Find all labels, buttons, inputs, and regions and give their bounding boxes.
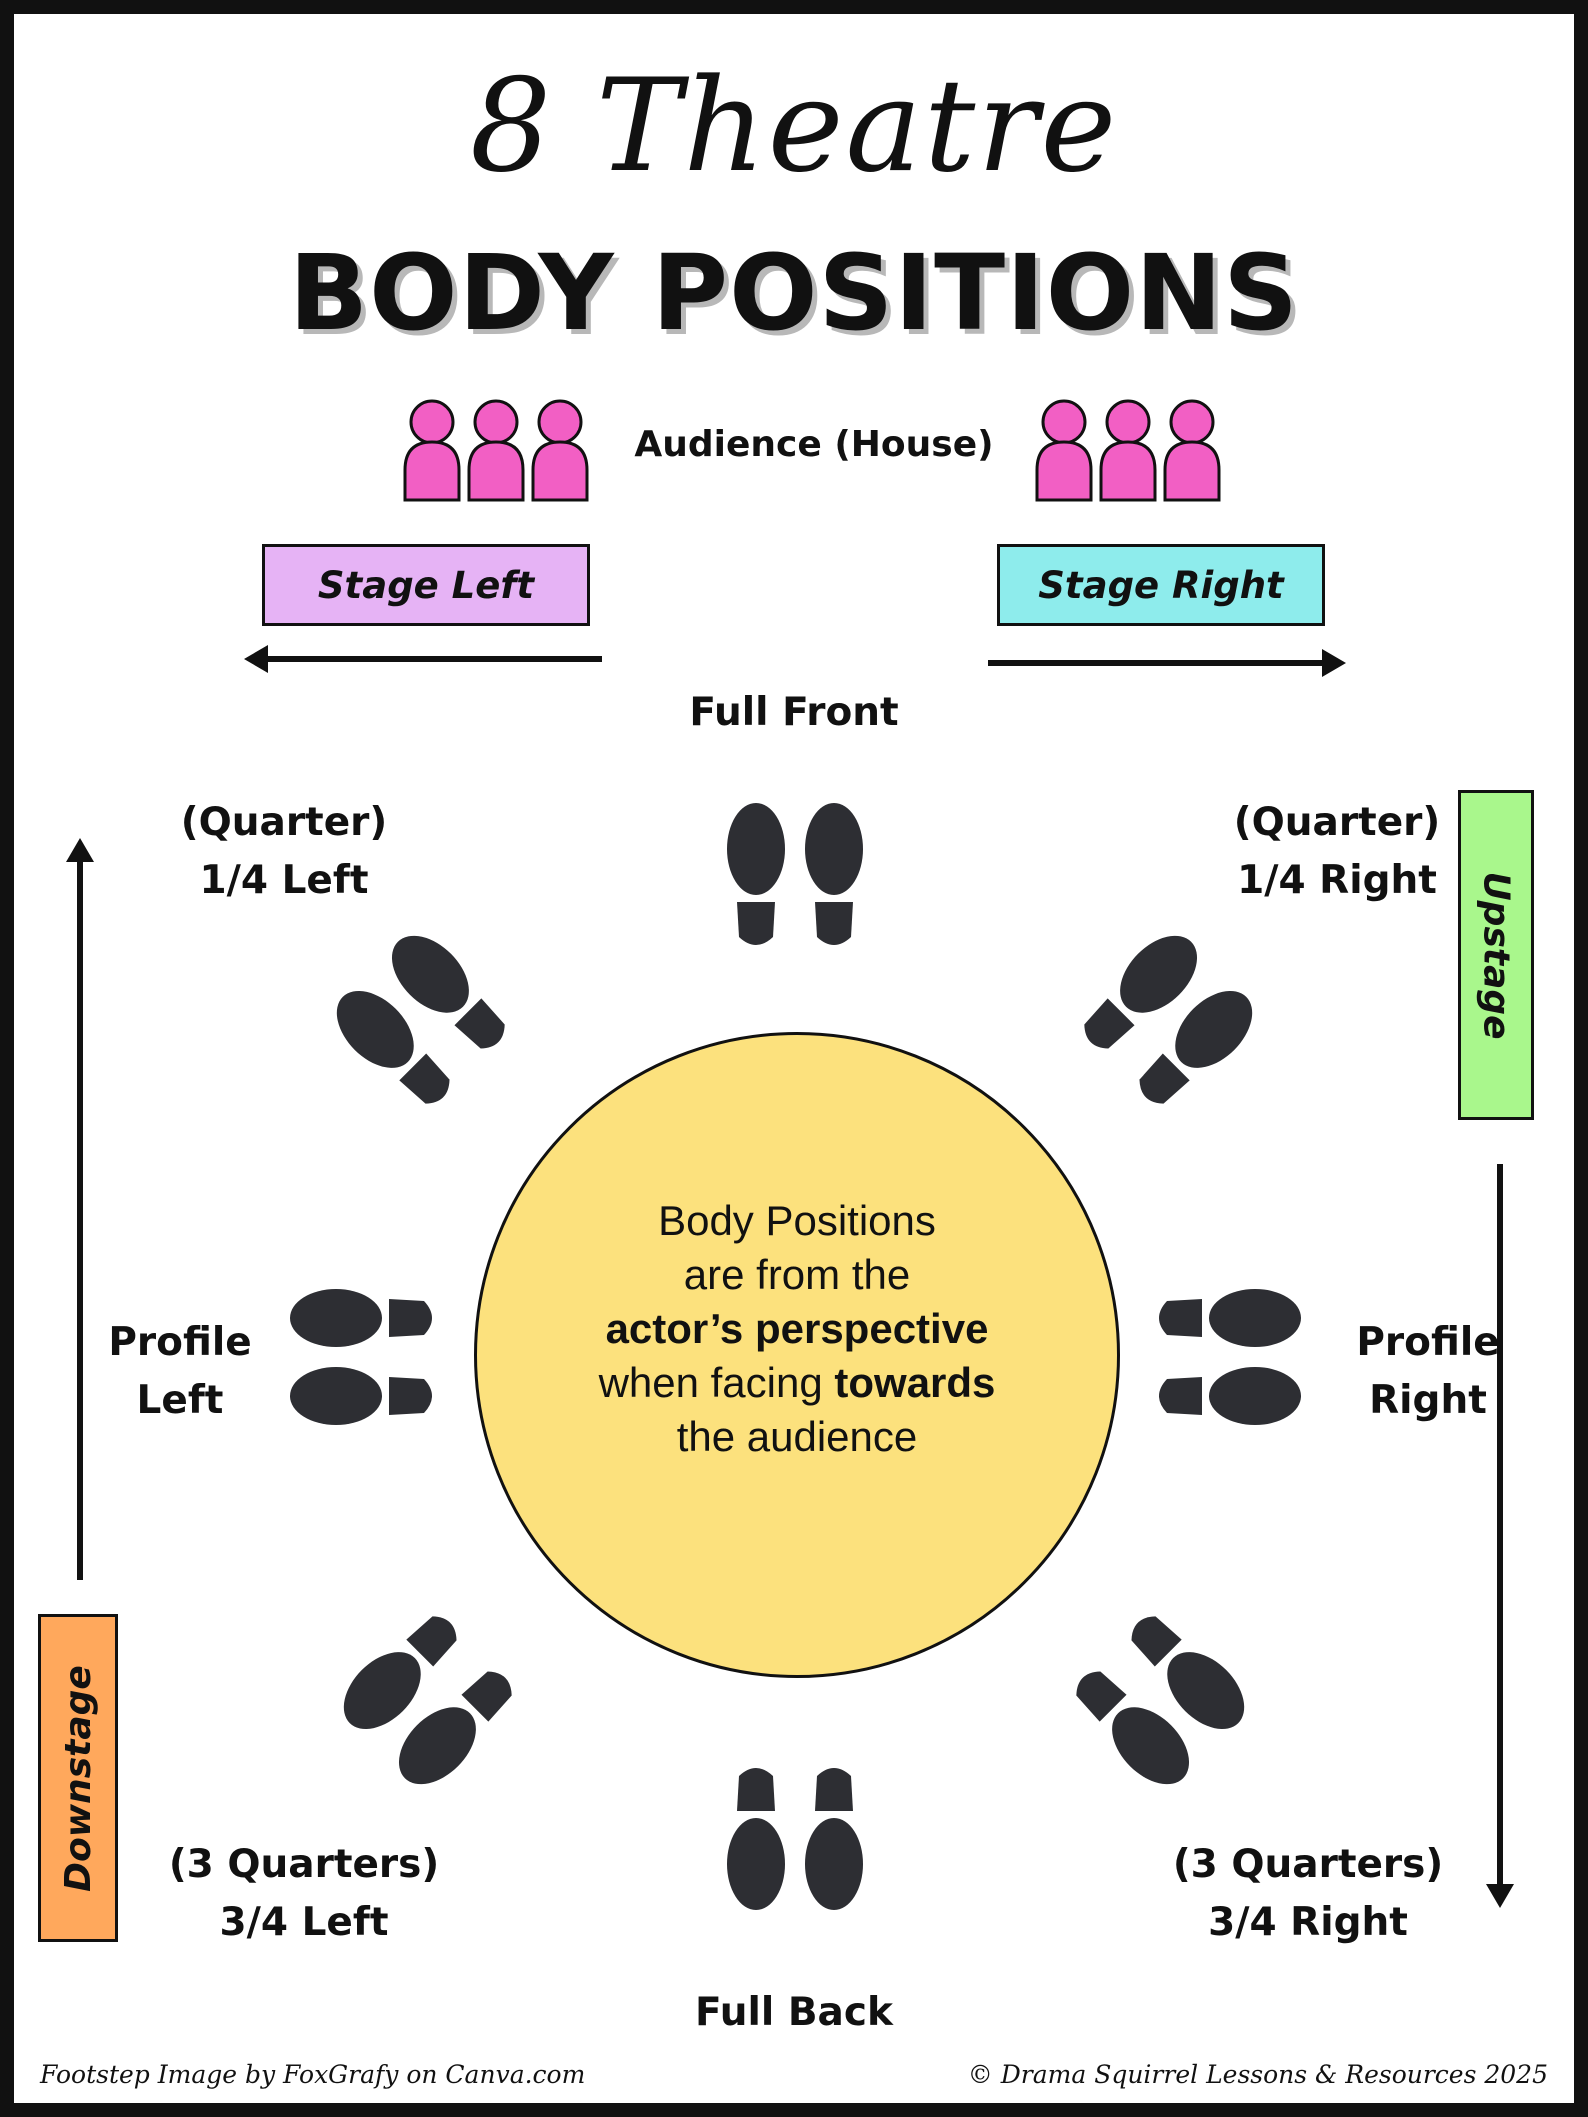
three-quarter-right-line2: 3/4 Right [1208, 1900, 1408, 1945]
audience-icon-group-right [1035, 399, 1221, 502]
audience-icon [1099, 399, 1157, 502]
center-line4: when facing towards [494, 1356, 1100, 1410]
center-line1: Body Positions [658, 1197, 936, 1244]
audience-icon [531, 399, 589, 502]
arrow-right-icon [1322, 649, 1346, 677]
arrow-left-icon [244, 645, 268, 673]
quarter-left-line2: 1/4 Left [199, 858, 369, 903]
stage-right-label: Stage Right [1038, 563, 1284, 607]
audience-icon [403, 399, 461, 502]
stage-left-label: Stage Left [317, 563, 535, 607]
three-quarter-right-line1: (3 Quarters) [1172, 1842, 1444, 1887]
full-front-label: Full Front [689, 690, 899, 735]
quarter-left-label: (Quarter) 1/4 Left [144, 794, 424, 910]
audience-label: Audience (House) [634, 424, 994, 465]
quarter-left-line1: (Quarter) [180, 800, 388, 845]
profile-left-label: Profile Left [90, 1314, 270, 1430]
footprint-icon [1062, 1602, 1259, 1799]
audience-icon [1163, 399, 1221, 502]
three-quarter-left-label: (3 Quarters) 3/4 Left [144, 1836, 464, 1952]
center-line5: the audience [676, 1413, 918, 1460]
three-quarter-left-line2: 3/4 Left [219, 1900, 389, 1945]
arrow-up-icon [66, 838, 94, 862]
three-quarter-right-label: (3 Quarters) 3/4 Right [1144, 1836, 1472, 1952]
quarter-right-line1: (Quarter) [1233, 800, 1441, 845]
footprint-icon [290, 1289, 432, 1425]
profile-right-line2: Right [1369, 1378, 1487, 1423]
full-back-label: Full Back [695, 1990, 893, 2035]
profile-right-label: Profile Right [1336, 1314, 1520, 1430]
footer-credit: Footstep Image by FoxGrafy on Canva.com [40, 2060, 586, 2089]
footprint-icon [1070, 921, 1267, 1118]
center-line2: are from the [683, 1251, 911, 1298]
footprint-icon [322, 921, 519, 1118]
footprint-icon [1159, 1289, 1301, 1425]
audience-icon [1035, 399, 1093, 502]
profile-left-line2: Left [136, 1378, 224, 1423]
center-line4a: when facing [598, 1359, 835, 1406]
audience-icon [467, 399, 525, 502]
title-script: 8 Theatre [469, 52, 1119, 201]
center-circle [474, 1032, 1120, 1678]
footer-copyright: © Drama Squirrel Lessons & Resources 202… [967, 2060, 1548, 2089]
arrow-down-icon [1486, 1884, 1514, 1908]
center-line3: actor’s perspective [605, 1305, 989, 1352]
stage-right-box: Stage Right [997, 544, 1325, 626]
profile-right-line1: Profile [1356, 1320, 1500, 1365]
footprint-icon [727, 803, 863, 945]
three-quarter-left-line1: (3 Quarters) [168, 1842, 440, 1887]
upstage-box: Upstage [1458, 790, 1534, 1120]
footprint-icon [727, 1768, 863, 1910]
audience-icon-group-left [403, 399, 589, 502]
center-text: Body Positions are from the actor’s pers… [494, 1194, 1100, 1464]
downstage-box: Downstage [38, 1614, 118, 1942]
footprint-icon [329, 1602, 526, 1799]
stage-left-box: Stage Left [262, 544, 590, 626]
quarter-right-label: (Quarter) 1/4 Right [1197, 794, 1477, 910]
center-line4b: towards [834, 1359, 996, 1406]
direction-arrows [66, 645, 1514, 1908]
quarter-right-line2: 1/4 Right [1237, 858, 1437, 903]
profile-left-line1: Profile [108, 1320, 252, 1365]
title-main: BODY POSITIONS [288, 232, 1300, 354]
